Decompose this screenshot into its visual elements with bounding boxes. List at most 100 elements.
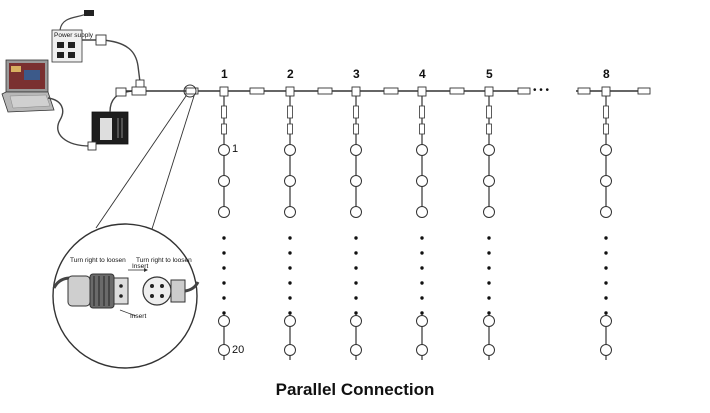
- node-label-first: 1: [232, 143, 238, 155]
- pixel-node-icon: [416, 175, 428, 187]
- continuation-dot: [354, 281, 358, 285]
- power-supply-box: Power supply: [51, 10, 102, 63]
- pixel-node-icon: [416, 206, 428, 218]
- pixel-node-icon: [416, 344, 428, 356]
- branch-ellipsis: • • •: [533, 85, 550, 96]
- pixel-node-icon: [284, 175, 296, 187]
- continuation-dot: [354, 266, 358, 270]
- continuation-dot: [288, 281, 292, 285]
- pixel-node-icon: [600, 344, 612, 356]
- continuation-dot: [420, 251, 424, 255]
- main-cable: [126, 86, 651, 96]
- continuation-dot: [354, 311, 358, 315]
- branch-number: 1: [221, 67, 228, 81]
- continuation-dot: [487, 311, 491, 315]
- continuation-dot: [222, 236, 226, 240]
- t-connector: [219, 86, 229, 97]
- continuation-dot: [604, 251, 608, 255]
- continuation-dot: [222, 281, 226, 285]
- pixel-node-icon: [350, 344, 362, 356]
- diagram-caption: Parallel Connection: [275, 380, 435, 399]
- continuation-dot: [222, 296, 226, 300]
- continuation-dot: [604, 311, 608, 315]
- continuation-dot: [222, 251, 226, 255]
- branch-number: 3: [353, 67, 360, 81]
- pixel-node-icon: [483, 175, 495, 187]
- pixel-node-icon: [600, 144, 612, 156]
- continuation-dot: [354, 236, 358, 240]
- pixel-node-icon: [483, 206, 495, 218]
- continuation-dot: [354, 296, 358, 300]
- pixel-node-icon: [218, 144, 230, 156]
- pixel-node-icon: [218, 344, 230, 356]
- continuation-dot: [487, 251, 491, 255]
- branch: 8: [600, 67, 612, 360]
- branch-number: 2: [287, 67, 294, 81]
- branch: 2: [284, 67, 296, 360]
- branch-number: 8: [603, 67, 610, 81]
- pixel-node-icon: [600, 206, 612, 218]
- continuation-dot: [604, 266, 608, 270]
- continuation-dot: [487, 266, 491, 270]
- t-connector: [417, 86, 427, 97]
- continuation-dot: [420, 296, 424, 300]
- continuation-dot: [420, 281, 424, 285]
- continuation-dot: [604, 236, 608, 240]
- continuation-dot: [222, 311, 226, 315]
- continuation-dot: [420, 311, 424, 315]
- pixel-node-icon: [218, 175, 230, 187]
- controller-box: [91, 111, 129, 145]
- continuation-dot: [487, 236, 491, 240]
- pixel-node-icon: [416, 315, 428, 327]
- branch-number: 5: [486, 67, 493, 81]
- branch-group: 1 2 3 4 5 8: [218, 67, 612, 360]
- callout-label-insert-bottom: Insert: [130, 313, 146, 320]
- continuation-dot: [604, 296, 608, 300]
- connector-detail-icon: [52, 268, 200, 317]
- continuation-dot: [288, 296, 292, 300]
- continuation-dot: [222, 266, 226, 270]
- pixel-node-icon: [600, 175, 612, 187]
- pixel-node-icon: [284, 344, 296, 356]
- continuation-dot: [604, 281, 608, 285]
- continuation-dot: [354, 251, 358, 255]
- pixel-node-icon: [350, 315, 362, 327]
- branch-number: 4: [419, 67, 426, 81]
- t-connector: [484, 86, 494, 97]
- pixel-node-icon: [350, 175, 362, 187]
- pixel-node-icon: [218, 206, 230, 218]
- pixel-node-icon: [284, 315, 296, 327]
- continuation-dot: [288, 236, 292, 240]
- pixel-node-icon: [218, 315, 230, 327]
- node-label-last: 20: [232, 344, 244, 356]
- continuation-dot: [288, 266, 292, 270]
- branch: 1: [218, 67, 230, 360]
- t-connector: [285, 86, 295, 97]
- power-supply-label: Power supply: [54, 32, 94, 39]
- continuation-dot: [288, 251, 292, 255]
- branch: 5: [483, 67, 495, 360]
- magnifier-callout: Turn right to loosen Turn right to loose…: [52, 84, 200, 369]
- pixel-node-icon: [284, 144, 296, 156]
- pixel-node-icon: [350, 144, 362, 156]
- callout-label-insert-top: Insert: [132, 263, 148, 270]
- laptop-icon: [1, 59, 55, 113]
- pixel-node-icon: [483, 144, 495, 156]
- t-connector: [351, 86, 361, 97]
- connector-joints: [87, 34, 145, 151]
- pixel-node-icon: [483, 344, 495, 356]
- continuation-dot: [288, 311, 292, 315]
- pixel-node-icon: [483, 315, 495, 327]
- continuation-dot: [420, 266, 424, 270]
- continuation-dot: [420, 236, 424, 240]
- pixel-node-icon: [350, 206, 362, 218]
- continuation-dot: [487, 281, 491, 285]
- pixel-node-icon: [284, 206, 296, 218]
- pixel-node-icon: [416, 144, 428, 156]
- pixel-node-icon: [600, 315, 612, 327]
- callout-label-turn-right: Turn right to loosen: [136, 257, 192, 264]
- branch: 4: [416, 67, 428, 360]
- callout-label-turn-left: Turn right to loosen: [70, 257, 126, 264]
- branch: 3: [350, 67, 362, 360]
